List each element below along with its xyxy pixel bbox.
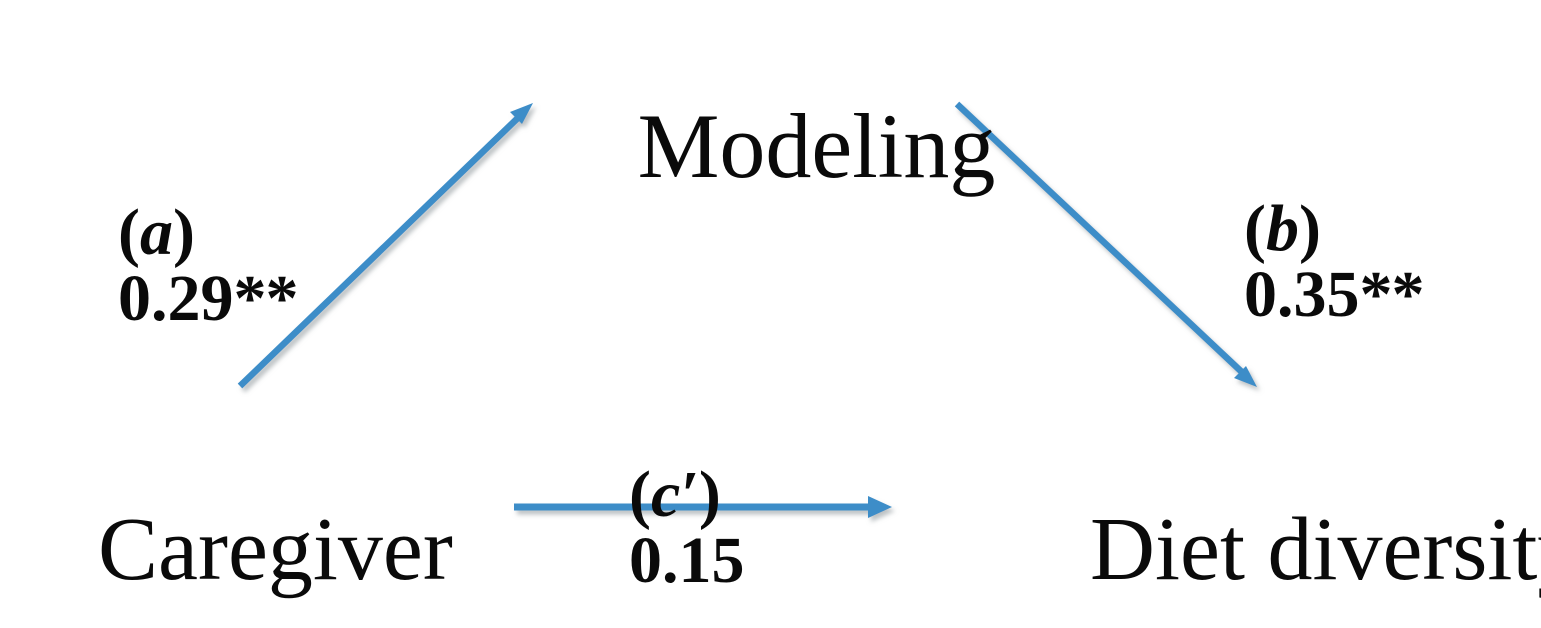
path-a-value: 0.29: [118, 262, 234, 335]
path-b-value: 0.35: [1244, 258, 1360, 331]
node-modeling-label: Modeling: [637, 94, 996, 197]
path-a-close-paren: ): [172, 196, 195, 269]
path-c-prime-mark: ′: [680, 458, 699, 531]
path-c-close-paren: ): [698, 458, 721, 531]
arrow-path-b: [954, 101, 1257, 387]
path-c-letter: c: [650, 458, 681, 531]
path-coefficient-c-prime: (c′) 0.15: [563, 396, 745, 628]
node-modeling: Modeling: [0, 6, 1541, 287]
path-b-significance: **: [1359, 258, 1425, 331]
node-caregiver-label-line1: Caregiver: [98, 499, 453, 599]
node-diet-diversity: Diet diversity: [1000, 412, 1541, 628]
arrow-path-c-prime: [514, 496, 892, 518]
arrow-path-a: [237, 103, 533, 389]
path-coefficient-b: (b) 0.35**: [1178, 130, 1425, 394]
path-a-open-paren: (: [118, 196, 140, 269]
path-a-letter: a: [139, 196, 173, 269]
node-caregiver-education: Caregiver education: [8, 412, 453, 628]
path-b-open-paren: (: [1244, 192, 1266, 265]
path-coefficient-a: (a) 0.29**: [52, 134, 299, 398]
path-b-letter: b: [1265, 192, 1299, 265]
path-a-significance: **: [233, 262, 299, 335]
path-b-close-paren: ): [1298, 192, 1321, 265]
node-diet-diversity-label: Diet diversity: [1090, 499, 1541, 599]
path-c-value: 0.15: [629, 524, 745, 597]
path-c-open-paren: (: [629, 458, 651, 531]
